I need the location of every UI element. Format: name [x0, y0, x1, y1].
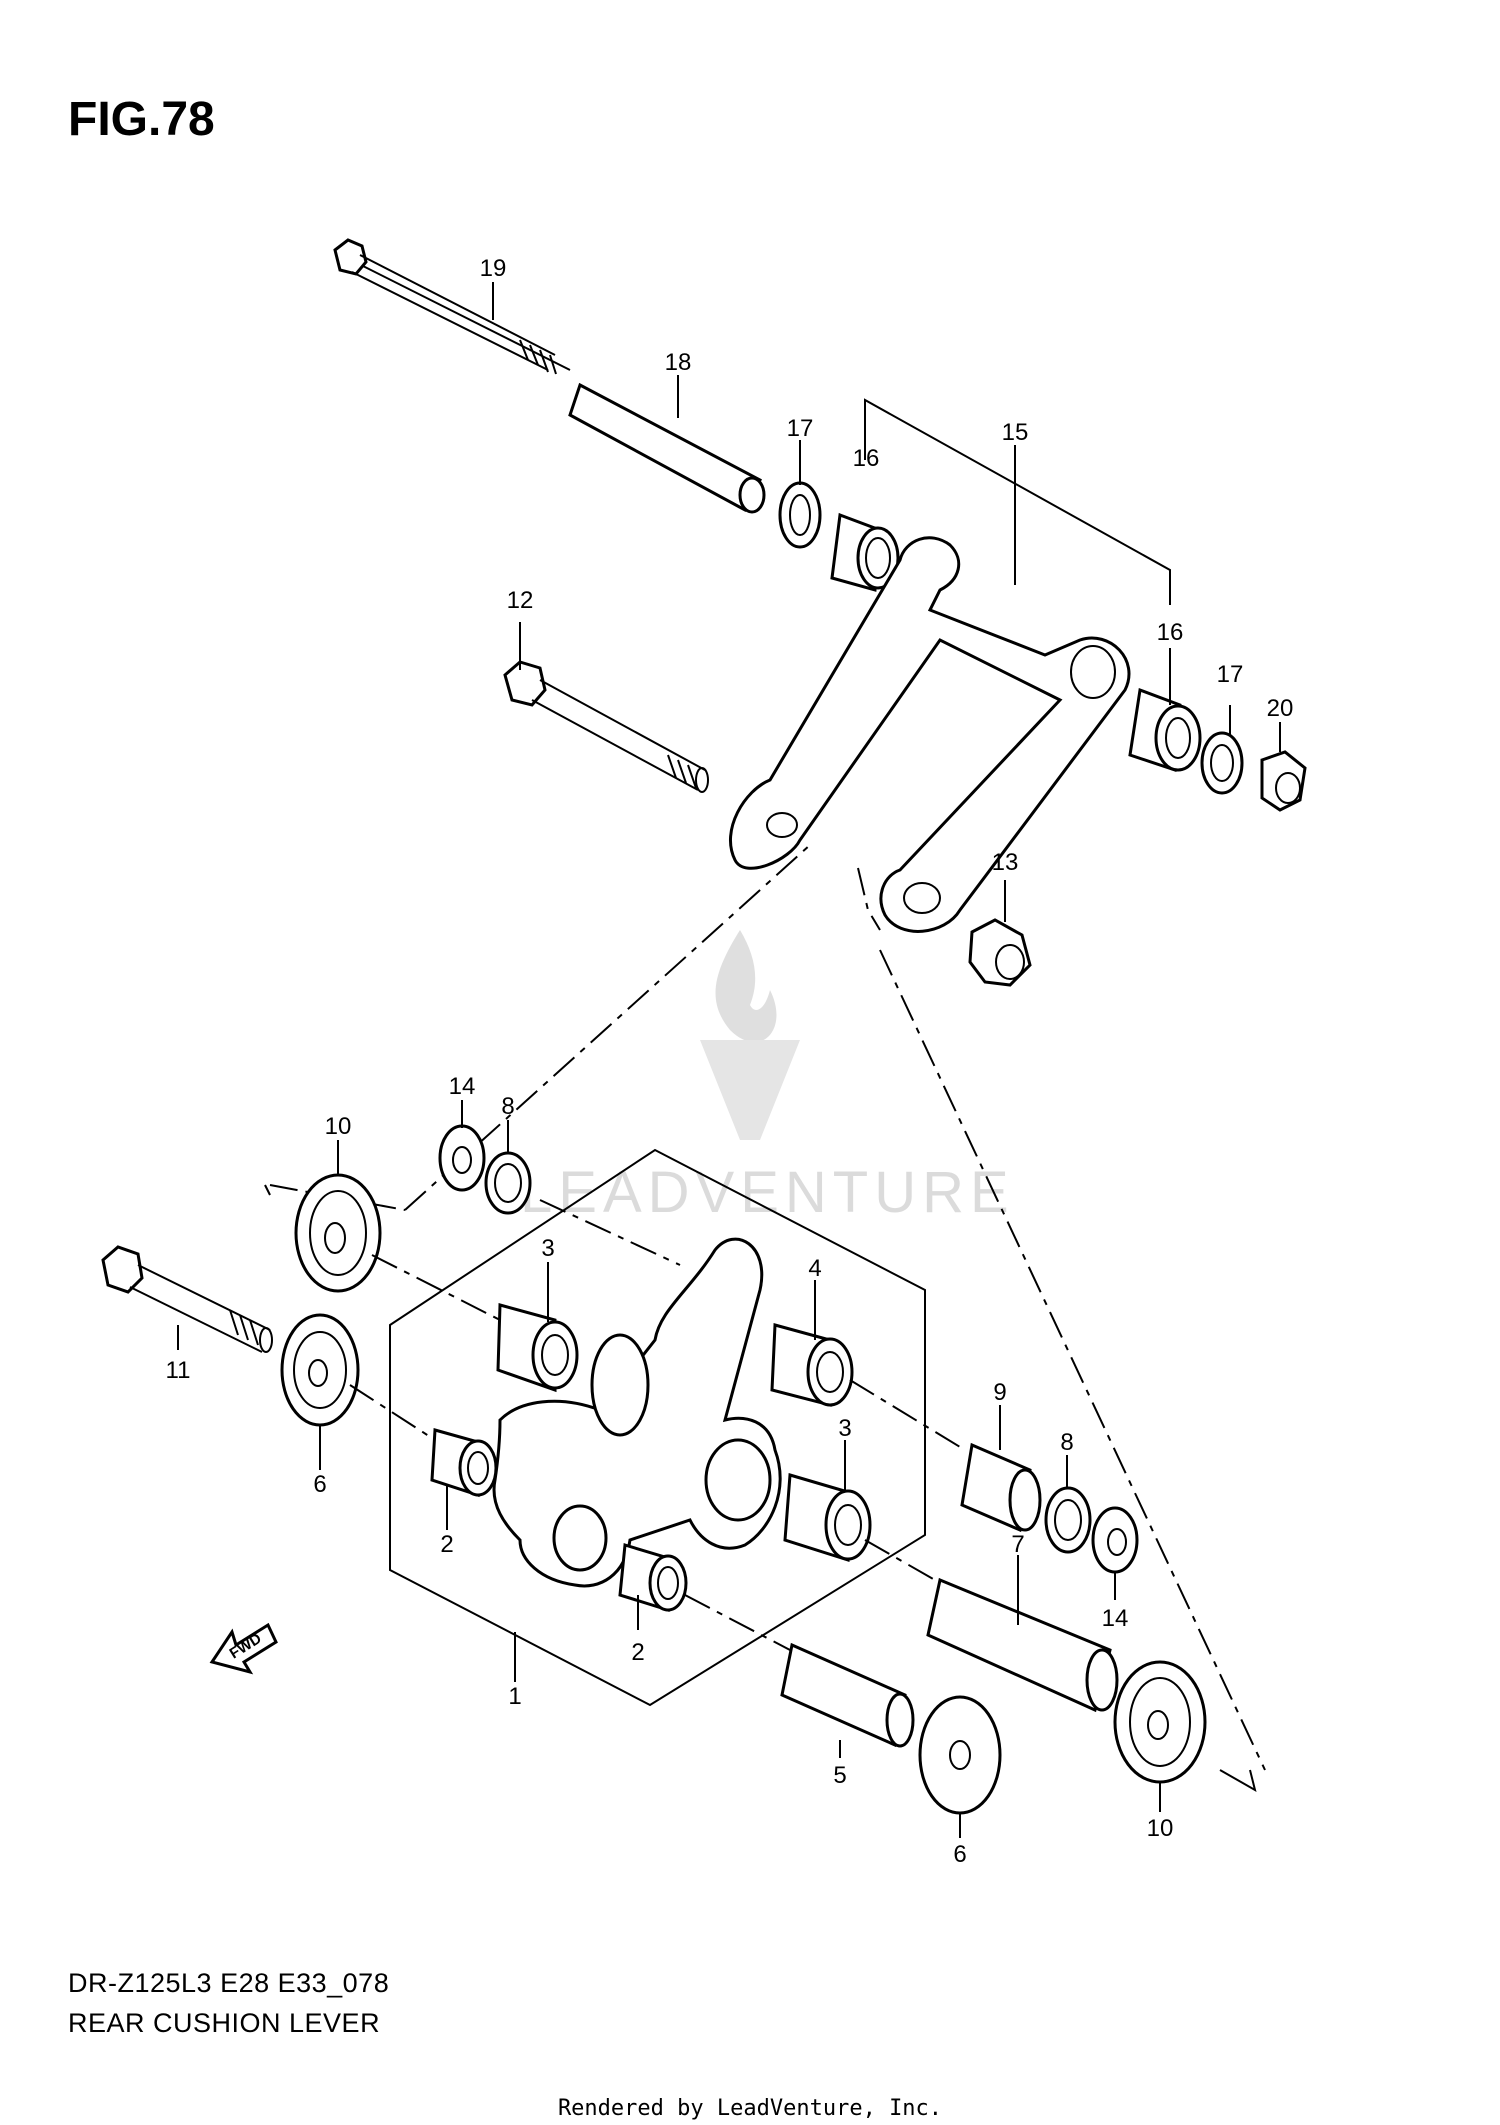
- part-8-seal-right: [1044, 1486, 1092, 1554]
- part-10-washer-upper: [294, 1173, 382, 1293]
- watermark-flame-icon: [715, 930, 777, 1043]
- part-6-washer-bottom: [918, 1695, 1002, 1815]
- part-17-seal-upper: [778, 481, 822, 549]
- callout-6-bottom: 6: [953, 1841, 966, 1868]
- part-19-bolt: [333, 238, 571, 375]
- watermark-chevron-icon: [700, 1040, 800, 1140]
- part-9-collar: [960, 1442, 1042, 1533]
- callout-9: 9: [993, 1379, 1006, 1406]
- part-16-bearing-upper: [830, 512, 900, 592]
- model-code: DR-Z125L3 E28 E33_078: [68, 1968, 390, 1998]
- rendered-by-credit: Rendered by LeadVenture, Inc.: [557, 2096, 943, 2121]
- part-2-bearing-left: [430, 1428, 498, 1498]
- callout-17-right: 17: [1217, 661, 1244, 688]
- callout-10-bottom: 10: [1147, 1815, 1174, 1842]
- watermark: LEADVENTURE: [520, 930, 1015, 1225]
- callout-3-left: 3: [541, 1235, 554, 1262]
- part-2-bearing-bottom: [618, 1543, 688, 1613]
- callout-3-right: 3: [838, 1415, 851, 1442]
- callout-20: 20: [1267, 695, 1294, 722]
- callout-8-upper: 8: [501, 1093, 514, 1120]
- part-3-bearing-left: [496, 1303, 579, 1393]
- part-12-bolt: [503, 660, 709, 793]
- callout-14-upper: 14: [449, 1073, 476, 1100]
- part-6-washer-left: [280, 1313, 360, 1427]
- callout-13: 13: [992, 849, 1019, 876]
- part-17-seal-right: [1200, 731, 1244, 795]
- fwd-arrow-icon: FWD: [209, 1622, 278, 1675]
- callout-11: 11: [166, 1357, 191, 1384]
- callout-2-bottom: 2: [631, 1639, 644, 1666]
- callout-14-right: 14: [1102, 1605, 1129, 1632]
- callout-7: 7: [1011, 1531, 1024, 1558]
- part-7-collar: [926, 1577, 1119, 1713]
- assembly-name: REAR CUSHION LEVER: [68, 2008, 381, 2038]
- callout-16-right: 16: [1157, 619, 1184, 646]
- callout-16: 16: [853, 445, 880, 472]
- callout-8-right: 8: [1060, 1429, 1073, 1456]
- part-20-nut: [1260, 750, 1307, 812]
- callout-19: 19: [480, 255, 507, 282]
- part-8-seal-upper: [484, 1151, 532, 1215]
- part-14-washer-upper: [438, 1124, 486, 1192]
- callout-18: 18: [665, 349, 692, 376]
- part-3-bearing-right: [783, 1473, 872, 1563]
- part-10-washer-bottom: [1113, 1660, 1207, 1784]
- callout-6-left: 6: [313, 1471, 326, 1498]
- bracket-15: [864, 398, 1171, 605]
- figure-title: FIG.78: [68, 93, 215, 146]
- watermark-text: LEADVENTURE: [520, 1160, 1015, 1225]
- part-14-washer-right: [1091, 1506, 1139, 1574]
- part-5-collar: [780, 1642, 915, 1748]
- leader-lines: [177, 282, 1281, 1838]
- part-13-nut: [968, 918, 1032, 987]
- callout-10-upper: 10: [325, 1113, 352, 1140]
- part-15-cushion-rod: [729, 536, 1131, 933]
- callouts: 19 18 17 16 15 12 16 17 20 13 14 8 10 3 …: [166, 255, 1294, 1868]
- part-11-bolt: [101, 1245, 273, 1353]
- part-16-bearing-right: [1128, 687, 1202, 773]
- callout-1: 1: [508, 1683, 521, 1710]
- callout-5: 5: [833, 1762, 846, 1789]
- part-1-bracket-outline: [389, 1148, 926, 1707]
- callout-15: 15: [1002, 419, 1029, 446]
- part-1-cushion-lever: [492, 1237, 782, 1588]
- callout-4: 4: [808, 1255, 821, 1282]
- part-4-bearing: [770, 1323, 854, 1407]
- callout-2-left: 2: [440, 1531, 453, 1558]
- part-18-collar: [568, 382, 766, 514]
- callout-17: 17: [787, 415, 814, 442]
- callout-12: 12: [507, 587, 534, 614]
